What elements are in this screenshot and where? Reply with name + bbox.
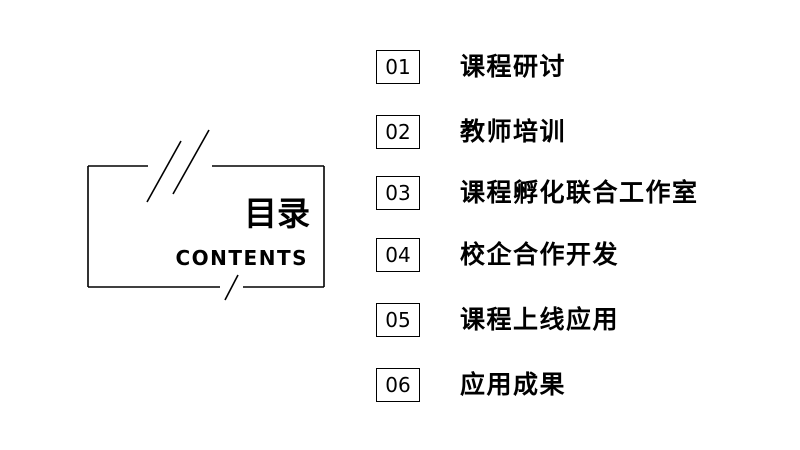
toc-number: 02 (376, 115, 420, 149)
toc-number: 05 (376, 303, 420, 337)
toc-label: 校企合作开发 (460, 240, 620, 269)
toc-item-02: 02 教师培训 (376, 114, 566, 150)
toc-item-03: 03 课程孵化联合工作室 (376, 175, 699, 211)
heading-subtitle: CONTENTS (175, 246, 308, 270)
toc-label: 课程孵化联合工作室 (460, 178, 699, 207)
toc-number: 03 (376, 176, 420, 210)
toc-item-06: 06 应用成果 (376, 367, 566, 403)
frame-slash-1 (146, 140, 182, 203)
toc-label: 课程研讨 (460, 52, 567, 81)
toc-number: 01 (376, 50, 420, 84)
toc-label: 课程上线应用 (460, 305, 620, 334)
toc-number: 06 (376, 368, 420, 402)
toc-item-05: 05 课程上线应用 (376, 302, 619, 338)
toc-number: 04 (376, 238, 420, 272)
toc-item-01: 01 课程研讨 (376, 49, 566, 85)
toc-item-04: 04 校企合作开发 (376, 237, 619, 273)
frame-slash-3 (224, 274, 239, 301)
frame-slash-2 (172, 129, 210, 195)
heading-title: 目录 (244, 194, 310, 233)
toc-label: 教师培训 (460, 117, 567, 146)
toc-label: 应用成果 (460, 370, 567, 399)
